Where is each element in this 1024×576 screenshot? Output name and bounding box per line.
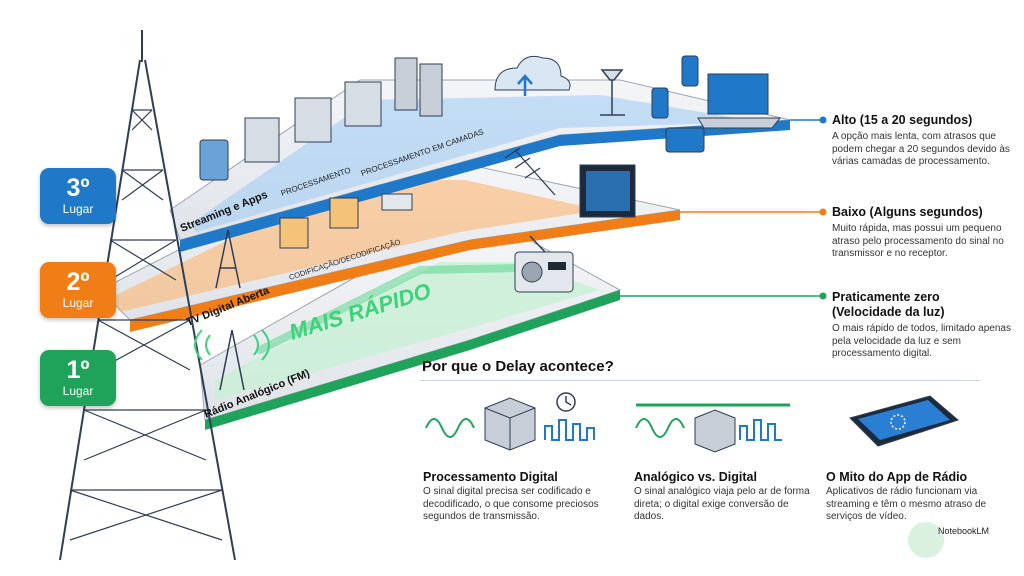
tv-antenna-icon — [504, 147, 556, 196]
tv-icon — [579, 164, 636, 218]
info-body: Muito rápida, mas possui um pequeno atra… — [832, 223, 1004, 259]
cube-processor-icon — [484, 397, 736, 453]
card-title-analog: Analógico vs. Digital — [634, 470, 757, 484]
fm-tower-icon — [194, 329, 270, 391]
connector-dot-top — [819, 116, 827, 124]
why-title: Por que o Delay acontece? — [422, 358, 614, 375]
clock-icon — [556, 392, 576, 412]
card-title-app: O Mito do App de Rádio — [826, 470, 968, 484]
radio-icon — [514, 235, 574, 293]
rank-number: 2º — [66, 268, 90, 296]
rank-badge-2: 2º Lugar — [40, 262, 116, 318]
smartphone-icon — [849, 395, 960, 447]
brand-label: NotebookLM — [938, 526, 990, 536]
processor-icon — [279, 193, 413, 249]
info-heading: Praticamente zero (Velocidade da luz) — [832, 290, 945, 319]
rank-badge-3: 3º Lugar — [40, 168, 116, 224]
card-body-app: Aplicativos de rádio funcionam via strea… — [826, 486, 987, 522]
why-divider — [420, 380, 980, 381]
watermark-icon — [908, 522, 944, 558]
info-streaming: Alto (15 a 20 segundos) A opção mais len… — [832, 113, 1012, 169]
rank-number: 1º — [66, 356, 90, 384]
info-body: A opção mais lenta, com atrasos que pode… — [832, 131, 1010, 167]
laptop-icon — [697, 73, 782, 129]
info-heading: Alto (15 a 20 segundos) — [832, 113, 973, 127]
rank-number: 3º — [66, 174, 90, 202]
info-body: O mais rápido de todos, limitado apenas … — [832, 323, 1011, 359]
phone-icon — [651, 55, 699, 119]
card-body-digital: O sinal digital precisa ser codificado e… — [423, 486, 599, 522]
rank-word: Lugar — [62, 202, 94, 216]
small-tower-icon — [215, 229, 241, 289]
rank-word: Lugar — [62, 384, 94, 398]
cloud-upload-icon — [494, 55, 571, 96]
tablet-icon — [665, 127, 705, 153]
info-fm: Praticamente zero (Velocidade da luz) O … — [832, 290, 1012, 361]
info-tv: Baixo (Alguns segundos) Muito rápida, ma… — [832, 205, 1012, 261]
info-heading: Baixo (Alguns segundos) — [832, 205, 983, 219]
server-icon — [199, 57, 443, 181]
connector-dot-bottom — [819, 292, 827, 300]
wave-icon — [425, 418, 782, 441]
card-title-digital: Processamento Digital — [423, 470, 558, 484]
rank-word: Lugar — [62, 296, 94, 310]
connector-dot-mid — [819, 208, 827, 216]
tower-icon — [59, 30, 236, 561]
card-body-analog: O sinal analógico viaja pelo ar de forma… — [634, 486, 810, 522]
antenna-icon — [600, 69, 625, 116]
rank-badge-1: 1º Lugar — [40, 350, 116, 406]
